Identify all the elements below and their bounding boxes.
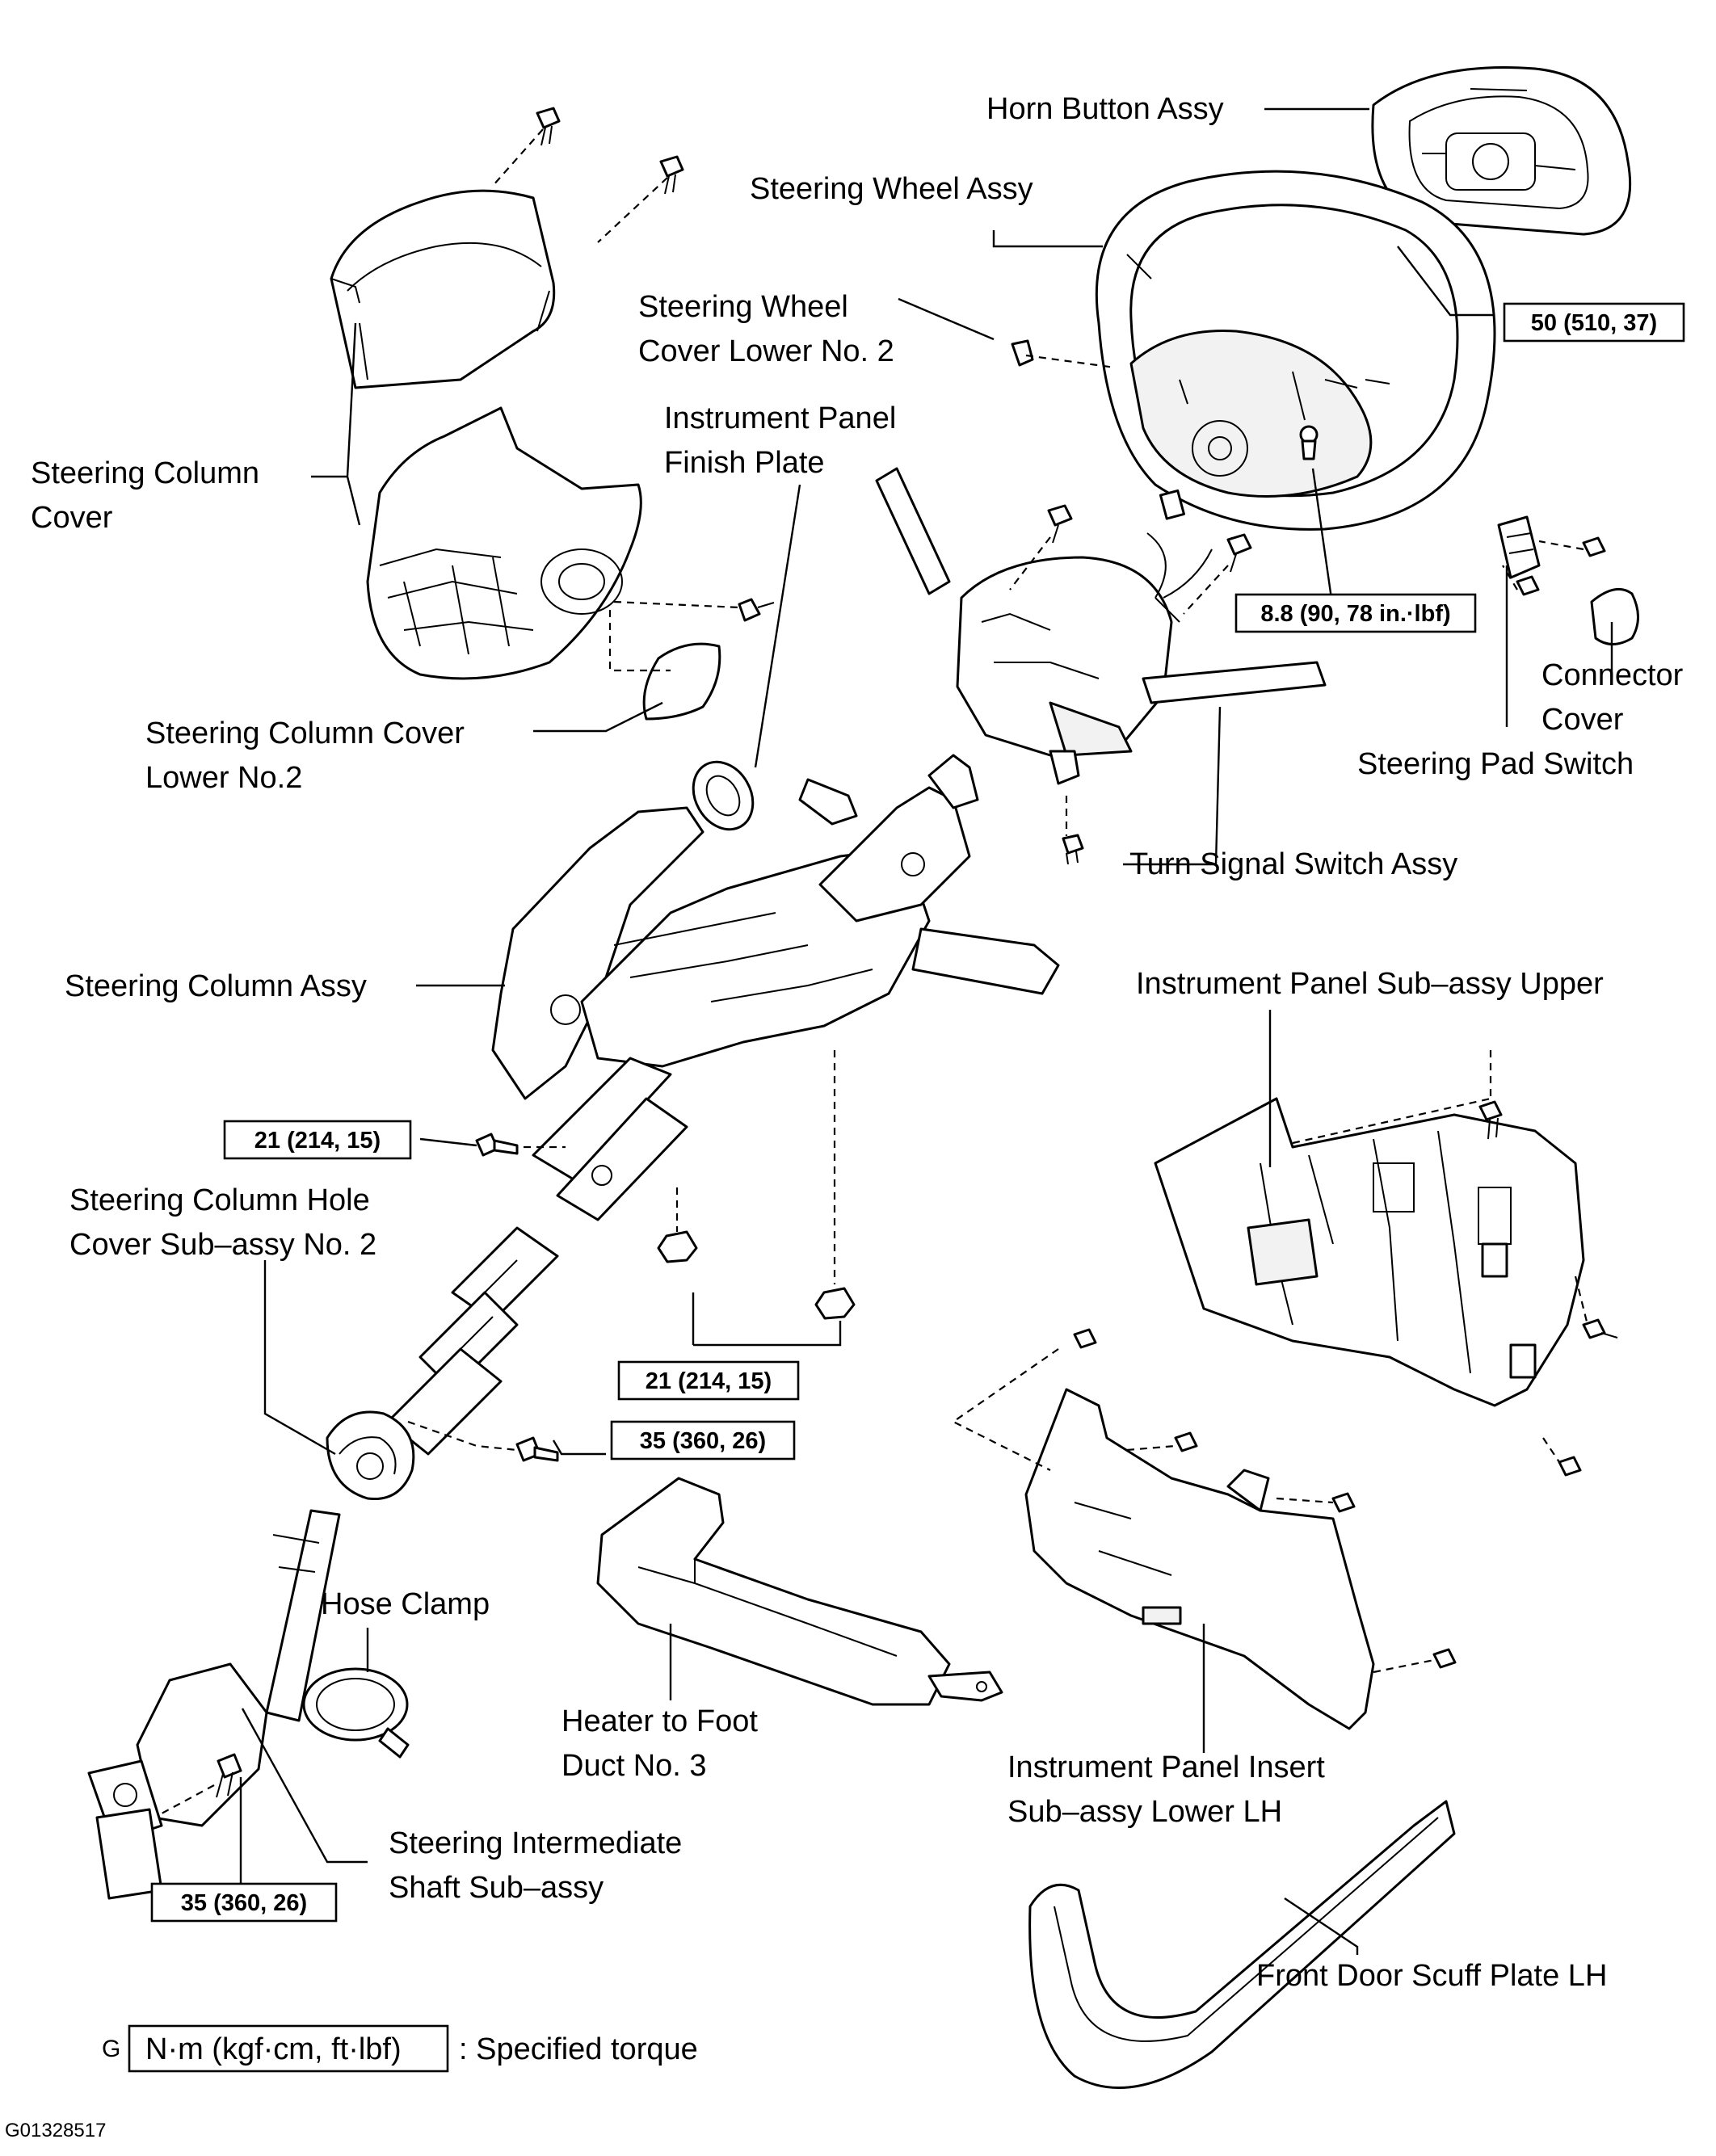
label-steering-column-cover-lower-no2-line2: Lower No.2: [145, 761, 302, 795]
screw-icon: [1047, 504, 1073, 544]
svg-text:50 (510, 37): 50 (510, 37): [1531, 310, 1657, 336]
label-steering-pad-switch: Steering Pad Switch: [1357, 747, 1634, 781]
torque-box-joint-bolt-lower: 35 (360, 26): [150, 1882, 338, 1923]
column-bolt-icon: [475, 1133, 519, 1157]
screw-icon: [1073, 1328, 1097, 1349]
steering-column-assy-illustration: [386, 754, 1060, 1456]
column-nut-icon: [814, 1287, 856, 1320]
front-door-scuff-plate-illustration: [1028, 1800, 1456, 2090]
steering-column-cover-illustration: [330, 189, 556, 389]
label-instrument-panel-finish-plate-line1: Instrument Panel: [664, 401, 896, 435]
label-connector-cover-line1: Connector: [1541, 658, 1684, 692]
label-steering-wheel-assy: Steering Wheel Assy: [750, 172, 1033, 206]
label-front-door-scuff-plate-lh: Front Door Scuff Plate LH: [1256, 1959, 1607, 1993]
joint-bolt-icon: [515, 1436, 559, 1462]
heater-to-foot-duct-illustration: [596, 1477, 1003, 1706]
label-turn-signal-switch-assy: Turn Signal Switch Assy: [1129, 847, 1457, 881]
label-steering-column-cover-lower-no2-line1: Steering Column Cover: [145, 717, 465, 750]
label-steering-column-hole-cover-line1: Steering Column Hole: [69, 1183, 370, 1217]
screw-icon: [738, 598, 775, 622]
torque-specs: 50 (510, 37) 8.8 (90, 78 in.·lbf) 21 (21…: [150, 302, 1685, 1923]
callout-labels: Horn Button Assy Steering Wheel Assy Ste…: [31, 92, 1684, 1993]
torque-box-column-nuts: 21 (214, 15): [617, 1360, 800, 1401]
screw-icon: [1226, 533, 1252, 573]
label-hose-clamp: Hose Clamp: [321, 1587, 490, 1621]
steering-column-hole-cover-illustration: [326, 1410, 415, 1501]
label-steering-column-hole-cover-line2: Cover Sub–assy No. 2: [69, 1228, 376, 1262]
label-instrument-panel-insert-line2: Sub–assy Lower LH: [1007, 1795, 1282, 1829]
label-steering-column-cover-line1: Steering Column: [31, 456, 259, 490]
column-nut-icon: [657, 1230, 698, 1263]
torque-box-wheel-screw: 8.8 (90, 78 in.·lbf): [1234, 593, 1477, 633]
label-steering-wheel-cover-lower-no2-line1: Steering Wheel: [638, 290, 848, 324]
legend-description: : Specified torque: [459, 2032, 698, 2066]
screw-icon: [1432, 1648, 1457, 1669]
steering-column-cover-lower-illustration: [366, 406, 642, 680]
svg-text:8.8 (90, 78 in.·lbf): 8.8 (90, 78 in.·lbf): [1260, 601, 1450, 627]
screw-icon: [1582, 1318, 1618, 1339]
legend-unit: N·m (kgf·cm, ft·lbf): [145, 2032, 402, 2066]
instrument-panel-finish-plate-illustration: [692, 760, 755, 831]
label-instrument-panel-finish-plate-line2: Finish Plate: [664, 446, 825, 480]
label-connector-cover-line2: Cover: [1541, 703, 1624, 737]
screw-icon: [1174, 1431, 1198, 1452]
steering-pad-switch-illustration: [1497, 515, 1541, 579]
screw-icon: [1478, 1100, 1503, 1140]
label-steering-intermediate-shaft-line1: Steering Intermediate: [389, 1826, 682, 1860]
screw-icon: [1516, 575, 1540, 596]
label-steering-column-cover-line2: Cover: [31, 501, 113, 535]
steering-wheel-assy-illustration: [1095, 170, 1496, 531]
screw-icon: [1062, 834, 1084, 865]
legend-prefix: G: [102, 2036, 120, 2062]
instrument-panel-insert-illustration: [1024, 1388, 1375, 1730]
torque-box-joint-bolt-upper: 35 (360, 26): [610, 1420, 796, 1460]
joint-bolt-icon: [216, 1753, 242, 1798]
torque-box-horn-nut: 50 (510, 37): [1503, 302, 1685, 343]
label-steering-intermediate-shaft-line2: Shaft Sub–assy: [389, 1871, 604, 1905]
steering-column-cover-lower-no2-illustration: [642, 642, 721, 721]
figure-code: G01328517: [5, 2120, 106, 2141]
svg-text:35 (360, 26): 35 (360, 26): [640, 1428, 766, 1454]
torque-legend: G N·m (kgf·cm, ft·lbf) : Specified torqu…: [102, 2024, 698, 2073]
torque-box-column-bolt-upper: 21 (214, 15): [223, 1120, 412, 1160]
screw-icon: [536, 107, 561, 146]
hose-clamp-illustration: [302, 1667, 410, 1759]
connector-cover-illustration: [1590, 587, 1639, 645]
label-horn-button-assy: Horn Button Assy: [986, 92, 1224, 126]
svg-text:21 (214, 15): 21 (214, 15): [254, 1128, 381, 1154]
screw-icon: [659, 155, 684, 195]
label-heater-to-foot-duct-line1: Heater to Foot: [561, 1704, 758, 1738]
label-steering-column-assy: Steering Column Assy: [65, 969, 367, 1003]
svg-text:35 (360, 26): 35 (360, 26): [181, 1890, 307, 1916]
screw-icon: [1582, 536, 1606, 557]
label-instrument-panel-sub-assy-upper: Instrument Panel Sub–assy Upper: [1136, 967, 1604, 1001]
label-steering-wheel-cover-lower-no2-line2: Cover Lower No. 2: [638, 334, 894, 368]
screw-icon: [1558, 1456, 1582, 1477]
steering-wheel-cover-lower-no2-icon: [1011, 339, 1034, 367]
label-heater-to-foot-duct-line2: Duct No. 3: [561, 1749, 707, 1783]
turn-signal-switch-assy-illustration: [875, 467, 1327, 785]
steering-intermediate-shaft-illustration: [87, 1509, 341, 1900]
wheel-screw-icon: [1299, 425, 1319, 460]
svg-text:21 (214, 15): 21 (214, 15): [646, 1368, 772, 1394]
label-instrument-panel-insert-line1: Instrument Panel Insert: [1007, 1750, 1325, 1784]
leader-lines: [239, 107, 1613, 1955]
assembly-lines: [161, 128, 1589, 1814]
instrument-panel-sub-assy-upper-illustration: [1154, 1097, 1585, 1407]
screw-icon: [1331, 1492, 1356, 1513]
